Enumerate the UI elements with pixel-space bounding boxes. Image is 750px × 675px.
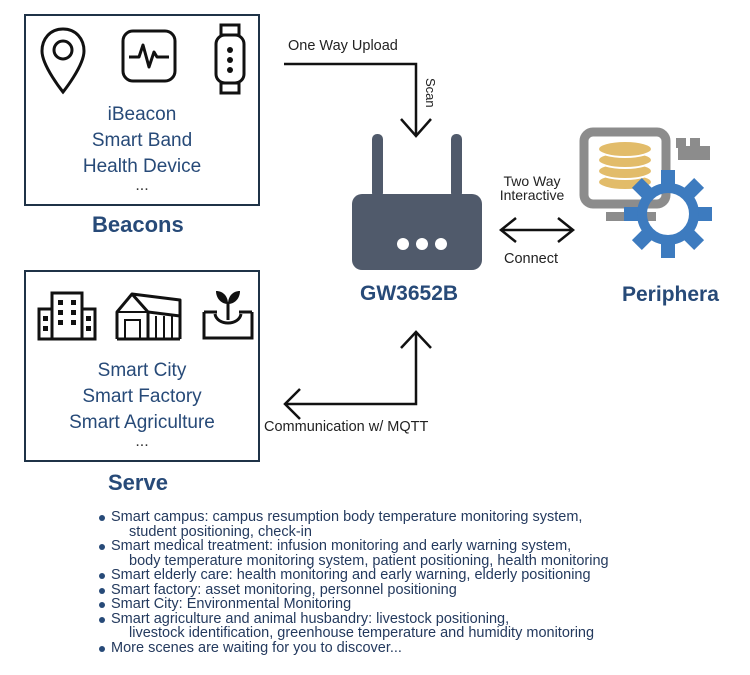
beacon-item-health-device: Health Device bbox=[82, 156, 202, 177]
health-monitor-icon bbox=[121, 29, 177, 83]
scene-subtext: livestock identification, greenhouse tem… bbox=[129, 625, 595, 641]
serve-item-smart-factory: Smart Factory bbox=[82, 386, 202, 407]
serve-box: Smart City Smart Factory Smart Agricultu… bbox=[24, 270, 260, 462]
list-item: Smart medical treatment: infusion monito… bbox=[98, 539, 738, 568]
scene-text: More scenes are waiting for you to disco… bbox=[111, 639, 402, 656]
upload-arrow bbox=[284, 62, 418, 134]
city-building-icon bbox=[37, 291, 97, 341]
scene-subtext: student positioning, check-in bbox=[129, 523, 312, 540]
gear-icon bbox=[624, 170, 712, 258]
scene-subtext: body temperature monitoring system, pati… bbox=[129, 552, 609, 569]
serve-title: Serve bbox=[108, 470, 168, 495]
peripheral-icon bbox=[579, 127, 712, 258]
beacon-item-ibeacon: iBeacon bbox=[107, 104, 177, 125]
serve-item-smart-agriculture: Smart Agriculture bbox=[69, 412, 215, 433]
beacon-item-smart-band: Smart Band bbox=[91, 130, 193, 151]
two-way-label: Two Way Interactive bbox=[496, 174, 568, 202]
smart-band-icon bbox=[214, 23, 246, 95]
upload-label: One Way Upload bbox=[288, 38, 398, 54]
gateway-name: GW3652B bbox=[360, 282, 459, 305]
two-way-label-line-2: Interactive bbox=[499, 187, 565, 203]
scan-label: Scan bbox=[423, 78, 438, 108]
location-pin-icon bbox=[40, 27, 86, 95]
serve-list: Smart City Smart Factory Smart Agricultu… bbox=[26, 358, 258, 450]
scene-text: Smart elderly care: health monitoring an… bbox=[111, 567, 591, 583]
list-item: Smart agriculture and animal husbandry: … bbox=[98, 610, 738, 641]
gateway-router-icon bbox=[352, 134, 482, 270]
scene-text: Smart factory: asset monitoring, personn… bbox=[111, 581, 457, 598]
list-item: Smart elderly care: health monitoring an… bbox=[98, 568, 738, 583]
two-way-label-line-1: Two Way bbox=[503, 173, 561, 189]
beacon-more: ... bbox=[135, 177, 149, 194]
beacons-box: iBeacon Smart Band Health Device ... bbox=[24, 14, 260, 206]
beacons-title: Beacons bbox=[92, 212, 184, 237]
beacon-list: iBeacon Smart Band Health Device ... bbox=[26, 102, 258, 194]
factory-greenhouse-icon bbox=[115, 292, 182, 341]
serve-item-smart-city: Smart City bbox=[97, 360, 187, 381]
scene-text: Smart medical treatment: infusion monito… bbox=[111, 538, 572, 554]
scene-text: Smart campus: campus resumption body tem… bbox=[111, 509, 583, 525]
scene-text: Smart agriculture and animal husbandry: … bbox=[111, 610, 510, 627]
agriculture-sprout-icon bbox=[202, 291, 254, 340]
scenes-list: Smart campus: campus resumption body tem… bbox=[98, 510, 738, 655]
connect-label: Connect bbox=[504, 251, 559, 267]
list-item: Smart factory: asset monitoring, personn… bbox=[98, 581, 738, 598]
peripheral-name: Periphera bbox=[622, 283, 719, 306]
serve-more: ... bbox=[135, 433, 149, 450]
mqtt-arrow bbox=[286, 334, 418, 406]
mqtt-label: Communication w/ MQTT bbox=[264, 419, 429, 435]
list-item: Smart campus: campus resumption body tem… bbox=[98, 510, 738, 539]
list-item: More scenes are waiting for you to disco… bbox=[98, 639, 738, 656]
scene-text: Smart City: Environmental Monitoring bbox=[111, 596, 352, 612]
list-item: Smart City: Environmental Monitoring bbox=[98, 597, 738, 612]
connector-lines bbox=[283, 62, 576, 420]
